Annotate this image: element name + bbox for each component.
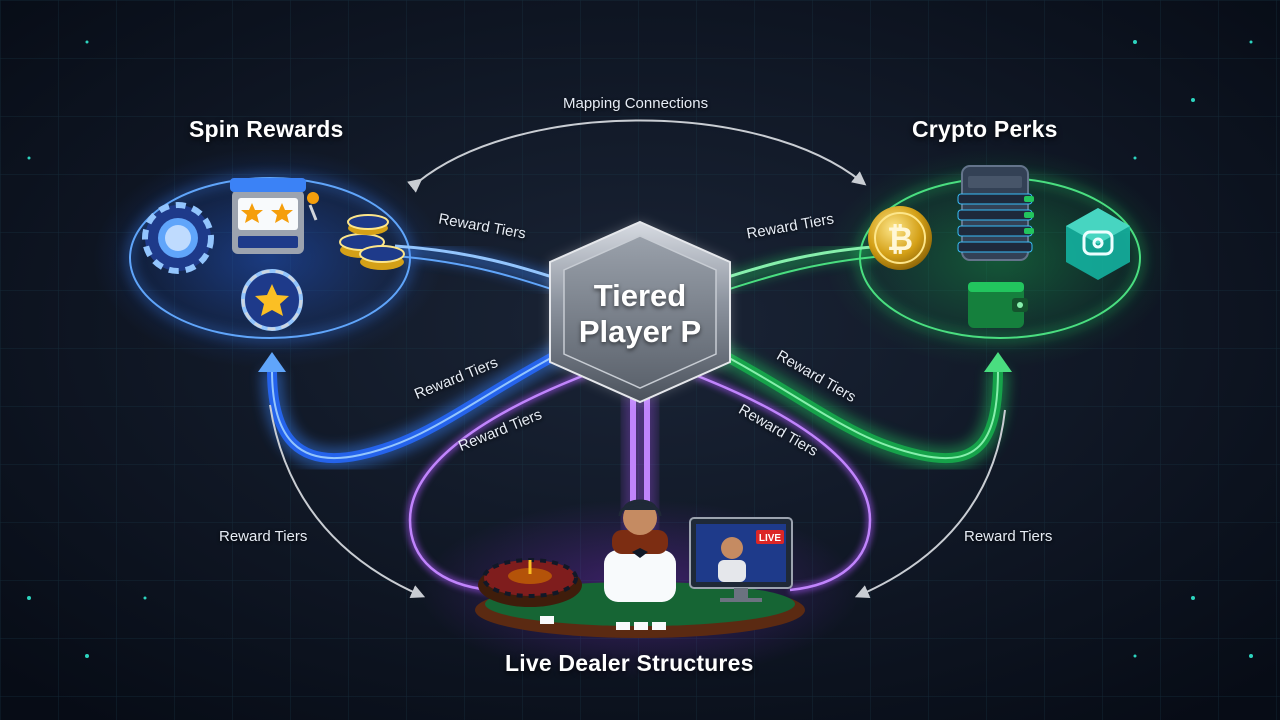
hub-label: Tiered Player P xyxy=(548,278,732,350)
right-outer-arrow xyxy=(854,409,1006,599)
bitcoin-coin-icon: ₿ xyxy=(868,206,932,270)
spin-rewards-title: Spin Rewards xyxy=(189,116,344,142)
live-stream-monitor-icon: LIVE xyxy=(689,517,793,602)
crypto-perks-title: Crypto Perks xyxy=(912,116,1058,142)
mobile-app-icon xyxy=(957,165,1034,261)
hub-label-line2: Player P xyxy=(578,314,702,349)
blockchain-cube-icon xyxy=(1066,208,1130,280)
edge-label-right-outer: Reward Tiers xyxy=(964,528,1053,545)
hub-to-live-left-connector xyxy=(405,371,587,594)
hub-label-line1: Tiered xyxy=(593,278,687,313)
live-badge: LIVE xyxy=(759,533,782,544)
roulette-wheel-icon xyxy=(478,558,582,607)
left-outer-arrow xyxy=(269,404,426,599)
wallet-icon xyxy=(968,282,1028,328)
mapping-connections-label: Mapping Connections xyxy=(563,95,709,112)
hub-hexagon xyxy=(549,220,731,404)
svg-text:₿: ₿ xyxy=(887,220,913,258)
dealer-icon xyxy=(604,499,676,602)
mapping-connections-arrow xyxy=(407,119,867,193)
chip-stack-icon xyxy=(339,214,405,270)
hub-to-spin-lower-connector xyxy=(258,335,581,470)
grid-sparkles xyxy=(27,40,1253,658)
slot-machine-icon xyxy=(230,178,319,254)
live-dealer-structures-title: Live Dealer Structures xyxy=(505,650,754,676)
edge-label-left-outer: Reward Tiers xyxy=(219,528,308,545)
poker-chip-icon xyxy=(142,202,214,274)
hub-to-live-right-connector xyxy=(693,371,875,594)
hub-to-crypto-lower-connector xyxy=(699,335,1012,470)
star-badge-icon xyxy=(241,269,303,331)
